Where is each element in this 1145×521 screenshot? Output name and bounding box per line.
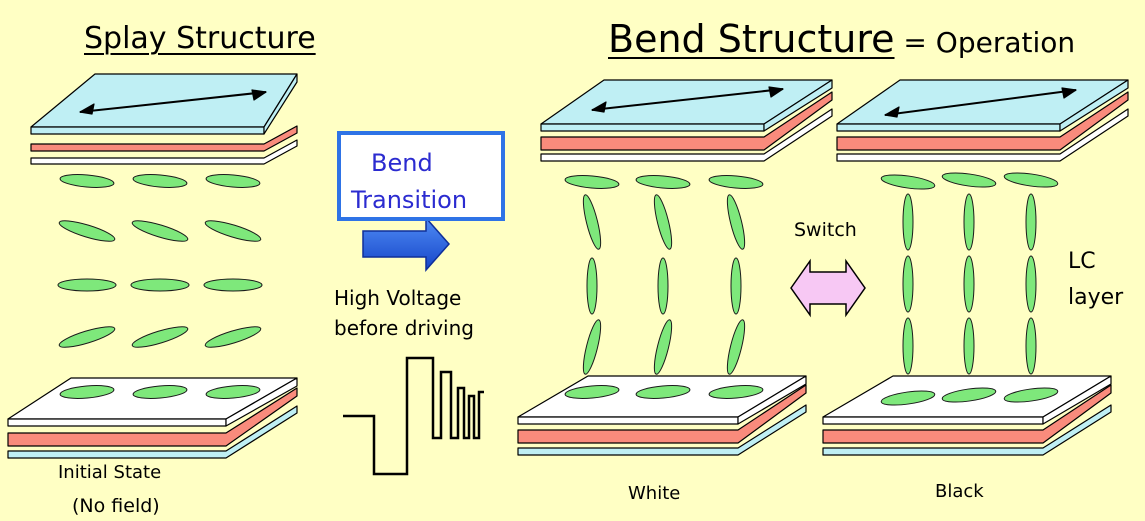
switch-double-arrow: [790, 258, 866, 318]
voltage-waveform: [343, 356, 484, 476]
bend-transition-label-line1: Bend: [371, 149, 433, 177]
black-top-plate: [836, 79, 1129, 162]
splay-structure-title: Splay Structure: [84, 21, 316, 56]
white-top-plate: [540, 79, 833, 162]
initial-state-label: Initial State: [58, 462, 162, 483]
bend-transition-label-line2: Transition: [351, 186, 468, 214]
bend-structure-title: Bend Structure = Operation: [608, 20, 1075, 58]
black-bottom-plate: [822, 375, 1112, 456]
no-field-label: (No field): [72, 495, 160, 517]
lc-layer-label-line2: layer: [1068, 285, 1124, 310]
bend-structure-title-suffix: = Operation: [894, 26, 1076, 59]
white-lc-molecules: [564, 175, 764, 399]
high-voltage-label-line1: High Voltage: [334, 286, 462, 310]
black-lc-molecules: [880, 172, 1059, 406]
bend-transition-box: [337, 131, 505, 221]
splay-lc-molecules: [57, 174, 263, 399]
bend-structure-title-main: Bend Structure: [608, 17, 895, 61]
switch-label: Switch: [794, 219, 857, 241]
white-state-label: White: [628, 483, 681, 504]
lc-layer-label-line1: LC: [1068, 249, 1096, 274]
splay-top-plate: [30, 73, 298, 165]
transition-arrow: [362, 216, 451, 272]
black-state-label: Black: [935, 481, 984, 502]
high-voltage-label-line2: before driving: [334, 316, 474, 340]
